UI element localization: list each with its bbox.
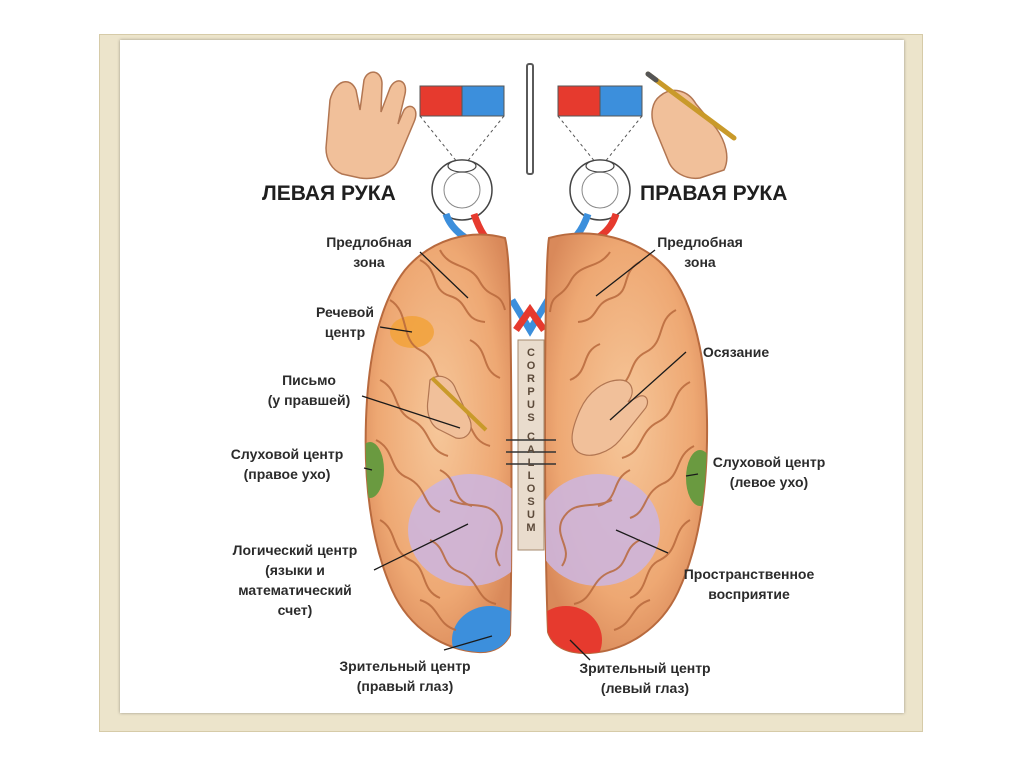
- corpus-callosum-letter: S: [527, 496, 534, 508]
- right-eye-icon: [569, 159, 631, 221]
- left-visual-zone: [452, 606, 512, 653]
- corpus-callosum-letter: R: [527, 373, 535, 385]
- touch-hand-icon: [571, 379, 649, 456]
- right-visual-label: Зрительный центр(левый глаз): [579, 660, 711, 696]
- left-eye-icon: [431, 159, 493, 221]
- corpus-callosum-letter: U: [527, 399, 535, 411]
- left-hemisphere: [364, 233, 513, 654]
- logic-zone: [408, 474, 512, 586]
- writing-label: Письмо(у правшей): [267, 372, 351, 408]
- right-hemisphere: [543, 232, 709, 655]
- right-auditory-label: Слуховой центр(левое ухо): [712, 454, 826, 490]
- corpus-callosum-letter: C: [527, 347, 535, 359]
- projection-lines: [419, 115, 643, 169]
- writing-hand-icon: [426, 375, 472, 439]
- spatial-zone: [544, 474, 660, 586]
- right-hand-title: ПРАВАЯ РУКА: [640, 182, 788, 205]
- corpus-callosum-letter: O: [527, 360, 536, 372]
- corpus-callosum-letter: U: [527, 509, 535, 521]
- corpus-callosum-letter: L: [528, 470, 535, 482]
- corpus-callosum-letter: A: [527, 444, 535, 456]
- right-hand-with-pen-icon: [645, 71, 737, 180]
- left-hand-title: ЛЕВАЯ РУКА: [262, 182, 396, 205]
- touch-label: Осязание: [702, 344, 770, 360]
- corpus-callosum-letter: S: [527, 412, 534, 424]
- corpus-callosum-letter: L: [528, 457, 535, 469]
- right-color-card: [557, 85, 643, 117]
- left-color-card: [419, 85, 505, 117]
- corpus-callosum-letter: O: [527, 483, 536, 495]
- divider-bar: [526, 63, 534, 175]
- corpus-callosum: [506, 339, 556, 551]
- left-auditory-label: Слуховой центр(правое ухо): [230, 446, 344, 482]
- right-visual-zone: [544, 606, 602, 654]
- leader-lines: [361, 249, 699, 661]
- corpus-callosum-letter: C: [527, 431, 535, 443]
- corpus-callosum-letter: M: [526, 522, 535, 534]
- corpus-callosum-letter: P: [527, 386, 534, 398]
- left-hand-icon: [325, 71, 417, 180]
- left-visual-label: Зрительный центр(правый глаз): [339, 658, 471, 694]
